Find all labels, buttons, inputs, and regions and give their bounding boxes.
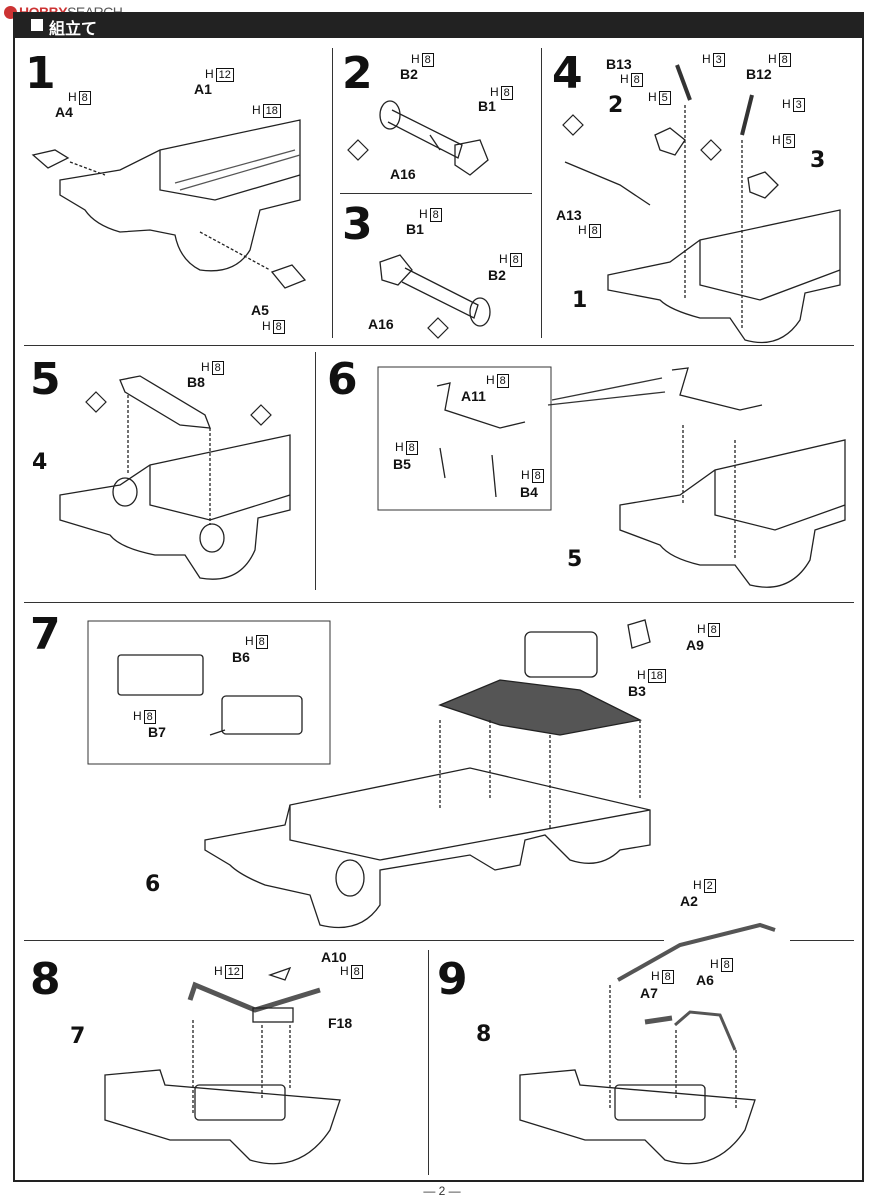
step-number-6: 6: [327, 354, 358, 405]
step4-chassis-drawing: [564, 64, 841, 344]
step6-inset-box: [377, 366, 552, 511]
section-header: 組立て: [13, 12, 864, 38]
step-number-8: 8: [30, 954, 61, 1005]
divider-h-2-3: [340, 193, 532, 194]
step-reference: 3: [810, 148, 826, 173]
part-label-a16: A16: [390, 166, 416, 182]
step8-chassis-drawing: [104, 966, 341, 1165]
part-label-b8: B8: [187, 374, 205, 390]
divider-v-4: [428, 950, 429, 1175]
part-label-b4: B4: [520, 484, 538, 500]
step-number-9: 9: [437, 954, 468, 1005]
divider-v-2: [541, 48, 542, 338]
part-label-a11: A11: [461, 388, 486, 404]
part-label-a13: A13: [556, 207, 582, 223]
part-label-b2: B2: [488, 267, 506, 283]
step-number-3: 3: [342, 199, 373, 250]
part-label-b6: B6: [232, 649, 250, 665]
part-label-b12: B12: [746, 66, 772, 82]
header-square-icon: [31, 19, 43, 31]
part-label-b5: B5: [393, 456, 411, 472]
step5-chassis-drawing: [59, 375, 291, 580]
step-reference: 5: [567, 547, 583, 572]
divider-h-row1: [24, 345, 854, 346]
step-reference: 1: [572, 288, 588, 313]
step2-axle-drawing: [379, 100, 489, 176]
part-label-b7: B7: [148, 724, 166, 740]
step3-axle-drawing: [379, 254, 491, 327]
step-reference: 4: [32, 450, 48, 475]
cement-icons: [85, 114, 722, 426]
step9-chassis-drawing: [519, 922, 776, 1165]
inset-drawings: [117, 382, 526, 736]
part-label-a16: A16: [368, 316, 394, 332]
part-label-a2: A2: [680, 893, 698, 909]
part-label-a7: A7: [640, 985, 658, 1001]
divider-h-row3b: [790, 940, 854, 941]
divider-h-row3: [24, 940, 664, 941]
part-label-b13: B13: [606, 56, 632, 72]
step7-inset-box: [87, 620, 331, 765]
part-label-a9: A9: [686, 637, 704, 653]
step6-chassis-drawing: [547, 367, 846, 588]
part-label-b1: B1: [406, 221, 424, 237]
part-label-f18: F18: [328, 1015, 353, 1031]
step-reference: 7: [70, 1024, 86, 1049]
part-label-a6: A6: [696, 972, 714, 988]
part-label-b2: B2: [400, 66, 418, 82]
part-label-a5: A5: [251, 302, 269, 318]
step-number-7: 7: [30, 609, 61, 660]
step7-chassis-drawing: [204, 619, 651, 929]
step-number-1: 1: [25, 48, 56, 99]
part-label-a10: A10: [321, 949, 347, 965]
part-label-a4: A4: [55, 104, 73, 120]
part-label-a1: A1: [194, 81, 212, 97]
divider-v-3: [315, 352, 316, 590]
part-label-b3: B3: [628, 683, 646, 699]
divider-h-row2: [24, 602, 854, 603]
step-reference: 8: [476, 1022, 492, 1047]
step-reference: 2: [608, 93, 624, 118]
step-reference: 6: [145, 872, 161, 897]
section-title: 組立て: [49, 19, 98, 38]
step-number-5: 5: [30, 354, 61, 405]
part-label-b1: B1: [478, 98, 496, 114]
step1-chassis-drawing: [31, 119, 307, 289]
step-number-4: 4: [552, 48, 583, 99]
step-number-2: 2: [342, 48, 373, 99]
page-number: — 2 —: [423, 1184, 461, 1198]
divider-v-1: [332, 48, 333, 338]
